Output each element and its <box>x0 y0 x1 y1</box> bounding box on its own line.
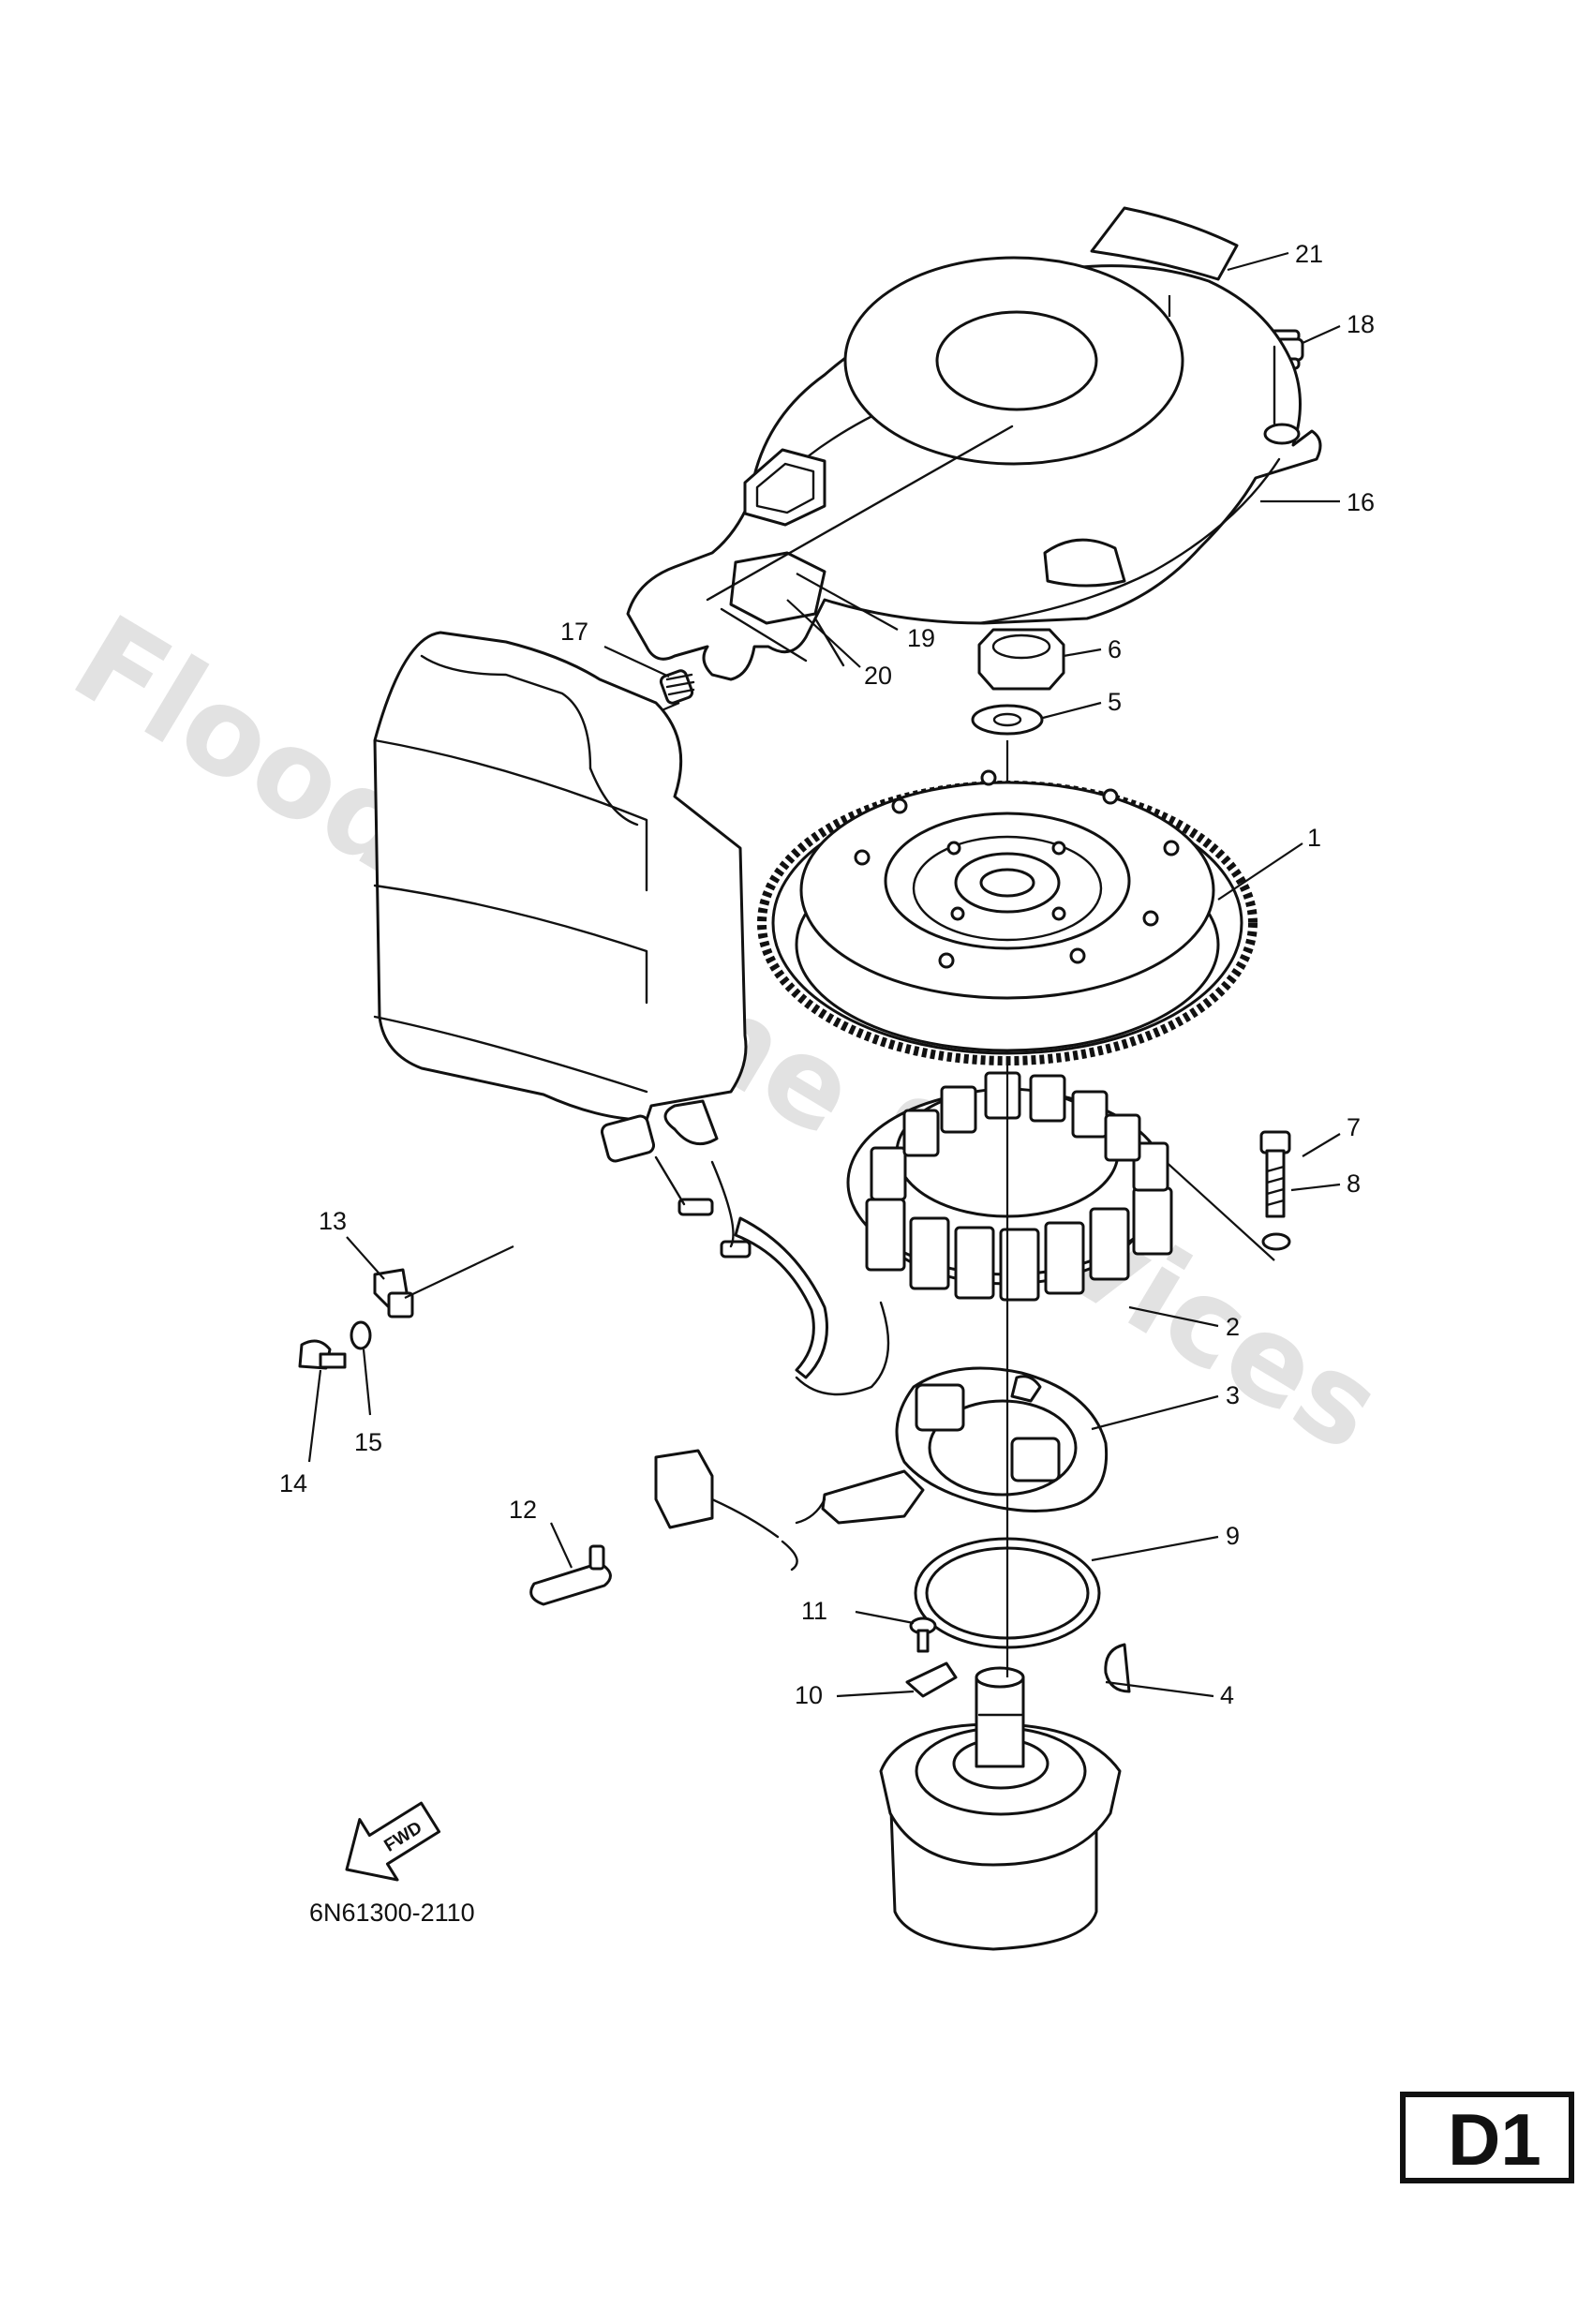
callout-3: 3 <box>1226 1381 1240 1409</box>
page-label: D1 <box>1448 2098 1541 2181</box>
callout-15: 15 <box>354 1428 382 1456</box>
callout-14: 14 <box>279 1469 307 1497</box>
part-13-bracket <box>373 1268 414 1318</box>
part-7-bolt <box>1259 1130 1291 1218</box>
crankcase-base <box>879 1666 1122 1951</box>
callout-12: 12 <box>509 1496 537 1524</box>
pulser-harness <box>654 1449 826 1572</box>
part-10-clamp <box>905 1661 958 1698</box>
part-11-screw <box>909 1616 937 1653</box>
part-6-nut <box>977 628 1065 691</box>
diagram-code: 6N61300-2110 <box>309 1899 475 1927</box>
callout-11: 11 <box>801 1597 827 1625</box>
callout-2: 2 <box>1226 1313 1240 1341</box>
callout-20: 20 <box>864 662 892 690</box>
callout-13: 13 <box>319 1207 347 1235</box>
callout-17: 17 <box>560 618 588 646</box>
part-21-decal <box>1090 206 1239 281</box>
fwd-arrow-icon: FWD <box>345 1801 441 1882</box>
callout-4: 4 <box>1220 1681 1234 1709</box>
callout-18: 18 <box>1347 310 1375 338</box>
callout-10: 10 <box>795 1681 823 1709</box>
callout-6: 6 <box>1108 635 1122 663</box>
callout-1: 1 <box>1307 824 1321 852</box>
page-label-box: D1 <box>1400 2092 1574 2183</box>
callout-19: 19 <box>907 624 935 652</box>
part-15-washer <box>350 1320 372 1350</box>
callout-8: 8 <box>1347 1169 1361 1198</box>
callout-7: 7 <box>1347 1113 1361 1141</box>
part-17-grommet <box>659 669 695 705</box>
part-16-flywheel-cover <box>626 256 1322 681</box>
callout-5: 5 <box>1108 688 1122 716</box>
callout-21: 21 <box>1295 240 1323 268</box>
callout-9: 9 <box>1226 1522 1240 1550</box>
part-5-washer <box>971 704 1044 736</box>
leader-lines <box>307 251 1341 1698</box>
callout-16: 16 <box>1347 488 1375 516</box>
part-1-flywheel <box>757 769 1258 1065</box>
cdi-unit <box>373 631 748 1122</box>
part-12-plate <box>529 1544 612 1606</box>
part-14-bolt <box>298 1339 347 1370</box>
part-8-washer <box>1261 1232 1291 1251</box>
stator-wiring <box>600 1099 890 1396</box>
part-3-pulser-coil <box>821 1366 1109 1525</box>
callout-labels: 21 18 16 19 20 6 5 17 1 7 8 2 3 9 4 11 1… <box>279 240 1375 1709</box>
